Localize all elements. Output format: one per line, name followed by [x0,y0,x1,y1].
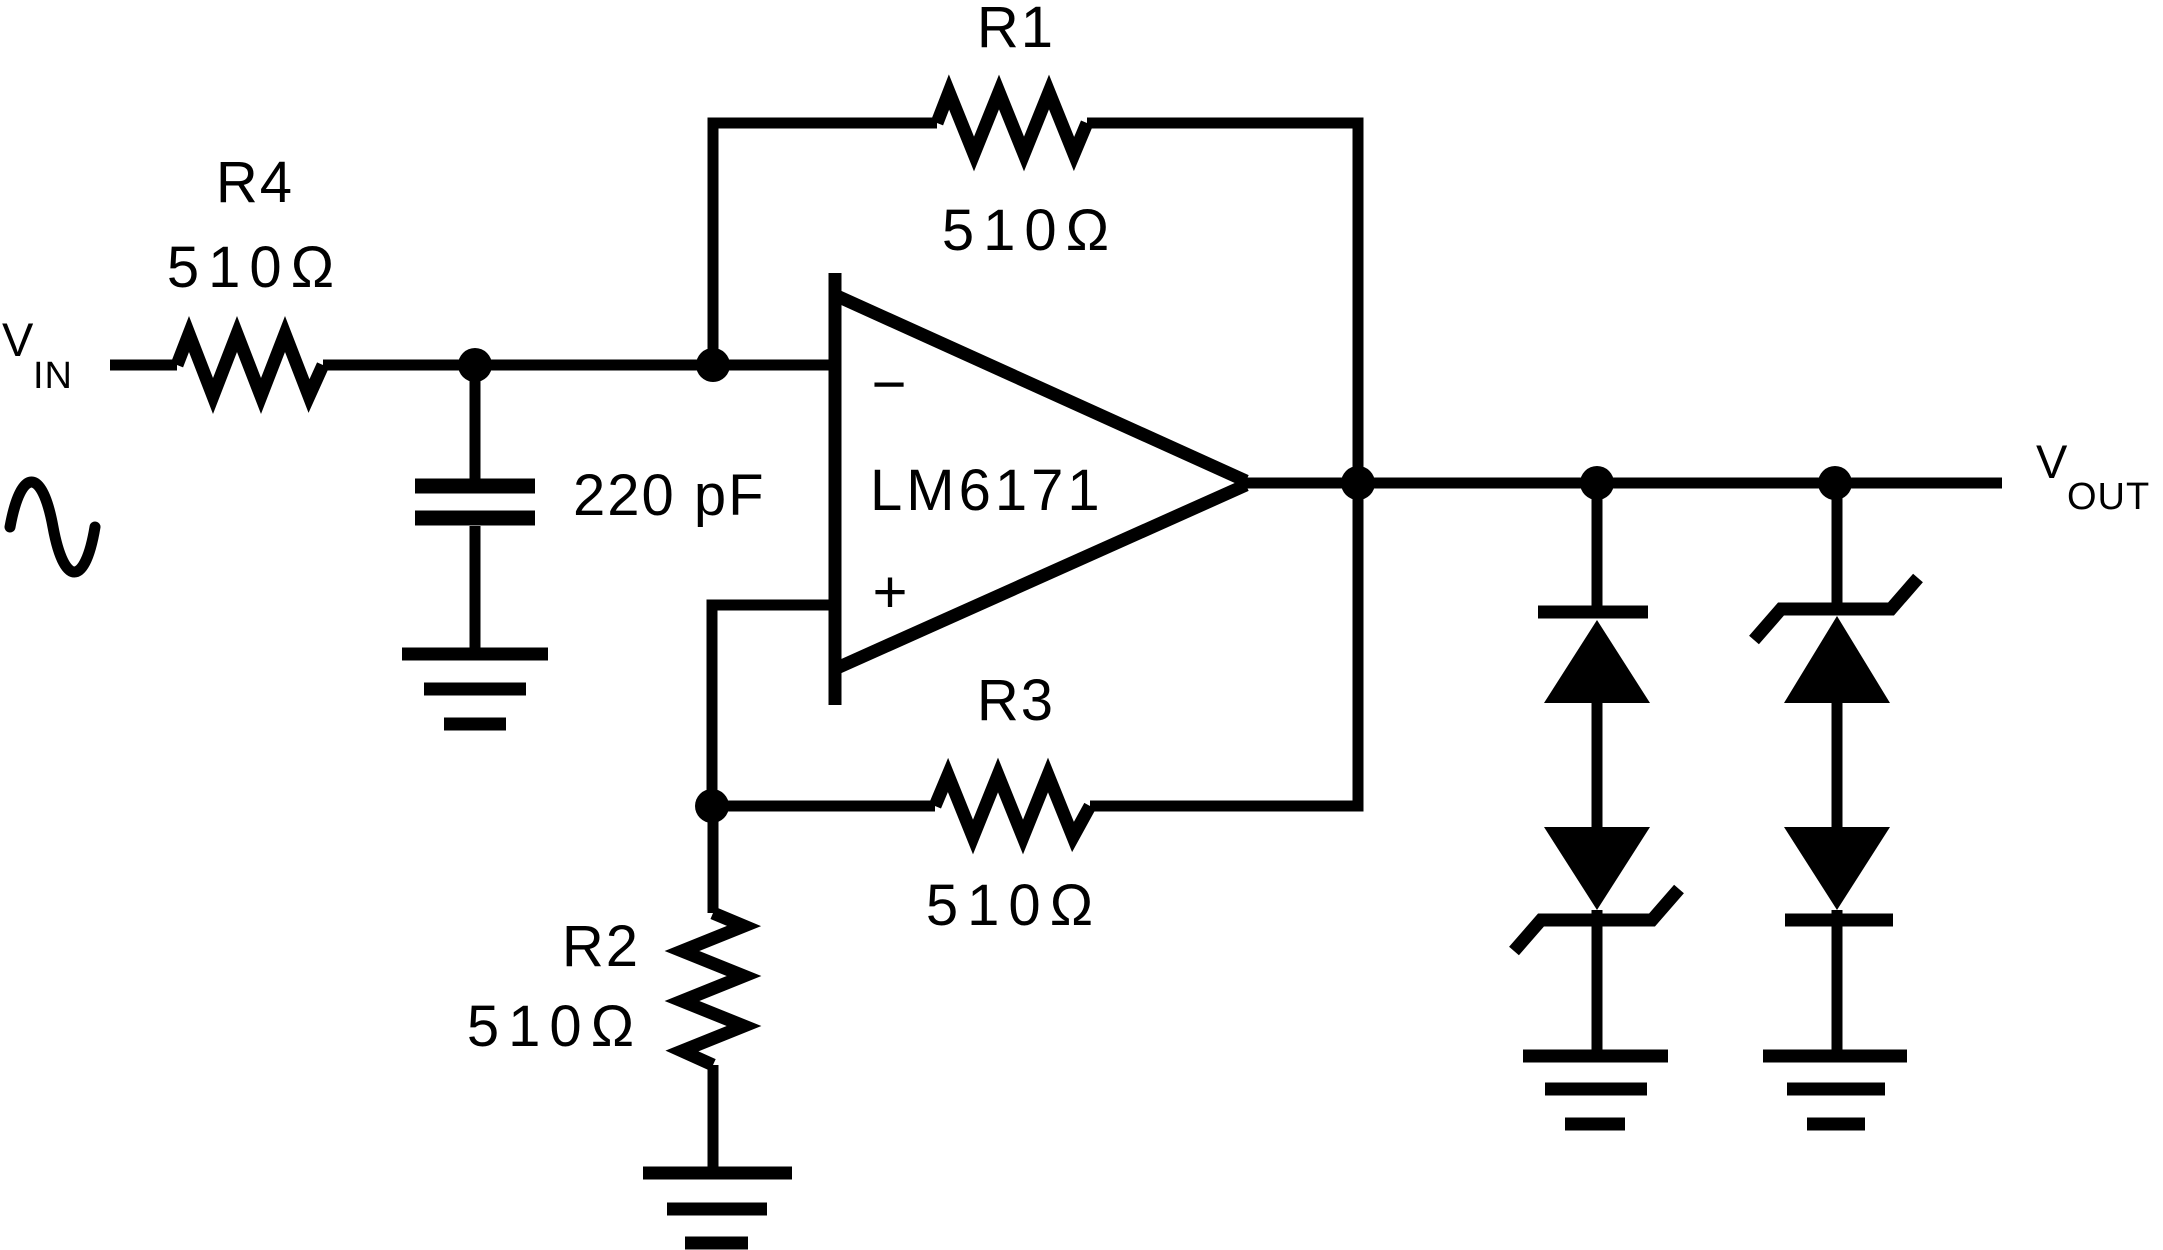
junction-dot-inverting-node [696,348,730,382]
diode-down-icon [1544,827,1650,910]
vout-label: V [2036,435,2068,488]
junction-dot-feedback-node [1341,466,1375,500]
capacitor-c1: 220 pF [415,365,766,651]
opamp-part-number: LM6171 [870,458,1104,523]
junction-dot-branch2-node [1818,466,1852,500]
opamp-lm6171: − + LM6171 [828,273,1249,705]
resistor-r1-value: 510Ω [942,198,1118,263]
sine-source-icon [4,476,101,578]
vin-label: V [2,313,34,366]
resistor-r2-name: R2 [562,914,640,979]
resistor-r2-value: 510Ω [467,994,643,1059]
resistor-r3-zigzag [929,757,1096,855]
ground-symbol-branch-1 [1523,1049,1668,1131]
wire-r3-right [1090,483,1364,812]
diode-down-icon [1784,827,1890,910]
resistor-r4-zigzag [170,315,329,415]
opamp-inverting-sign: − [871,351,906,418]
vout-port: V OUT [2036,435,2150,518]
diode-up-icon [1784,616,1890,703]
resistor-r2: R2 510Ω [467,806,762,1173]
resistor-r2-zigzag [664,907,762,1071]
vin-label-subscript: IN [33,355,73,397]
junction-dot-noninverting-node [695,789,729,823]
junction-dot-branch1-node [1580,466,1614,500]
resistor-r3-name: R3 [977,668,1055,733]
resistor-r4-value: 510Ω [167,235,343,300]
diode-up-icon [1544,620,1650,703]
resistor-r4: R4 510Ω [167,150,343,415]
ground-symbol-branch-2 [1763,1049,1907,1131]
resistor-r1-zigzag [930,74,1093,172]
ground-symbol-r2 [643,1166,792,1250]
junction-dot-cap-node [458,348,492,382]
resistor-r4-name: R4 [216,150,294,215]
wire-feedback-right [1087,117,1364,483]
wire-feedback-left [707,117,937,365]
diode-clamp-branch-2 [1749,483,1923,1131]
opamp-bottom-edge [834,479,1249,674]
capacitor-value: 220 pF [573,463,766,528]
opamp-top-edge [834,290,1249,487]
opamp-noninverting-sign: + [872,559,907,626]
resistor-r1-name: R1 [977,0,1055,60]
ground-symbol-capacitor [402,647,548,731]
vin-port: V IN [2,313,101,578]
diode-clamp-branch-1 [1509,483,1684,1131]
resistor-r1: R1 510Ω [930,0,1118,263]
wire-noninverting-input [706,599,829,806]
zener-cathode-bar [1749,573,1923,645]
resistor-r3: R3 510Ω [926,668,1102,938]
resistor-r3-value: 510Ω [926,873,1102,938]
vout-label-subscript: OUT [2067,476,2150,518]
